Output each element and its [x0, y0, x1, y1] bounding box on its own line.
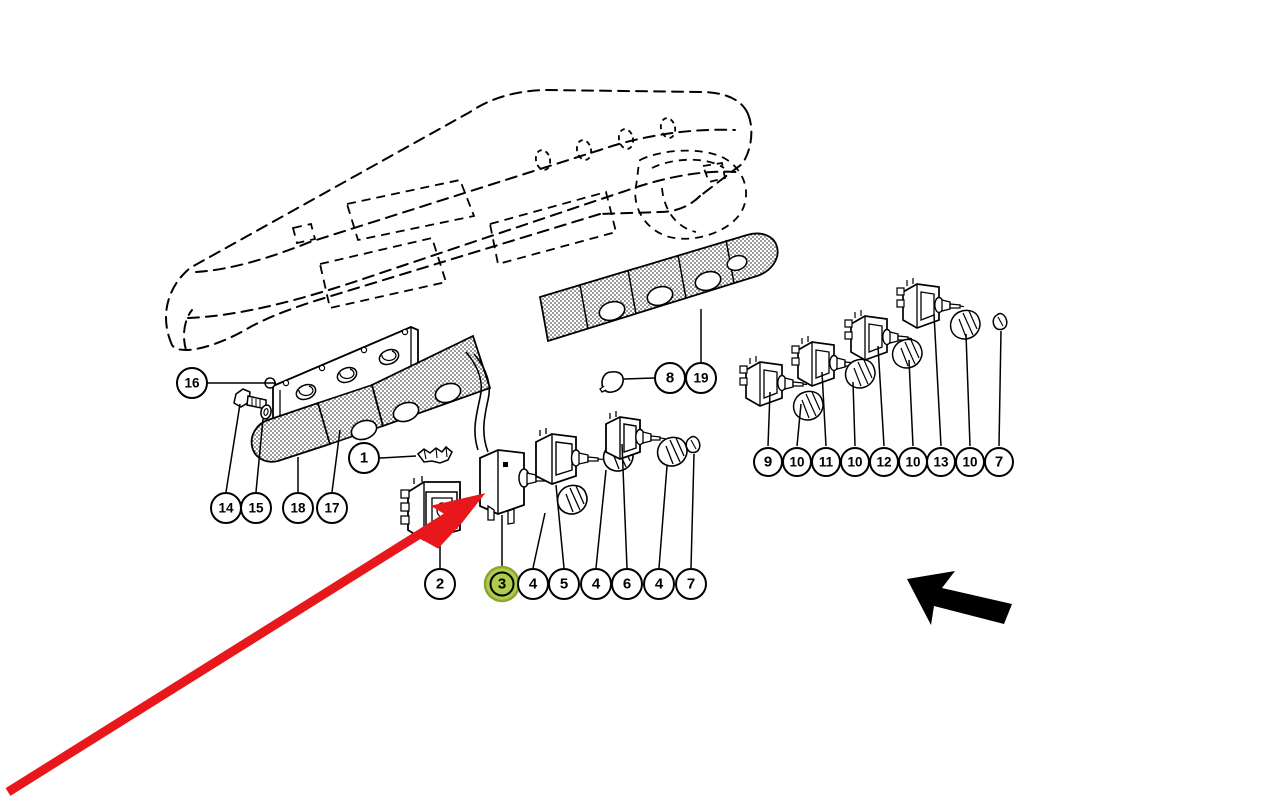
callout-9-label: 9	[764, 454, 772, 471]
callout-14[interactable]: 14	[210, 492, 242, 524]
hex-bolt-part	[233, 388, 267, 410]
callout-19-label: 19	[693, 371, 708, 386]
callout-1[interactable]: 1	[348, 442, 380, 474]
callout-10-c[interactable]: 10	[898, 447, 928, 477]
switch-knob-cap-a	[548, 479, 588, 515]
right-switch-cluster	[739, 278, 1008, 421]
stippled-trim-panel-right	[538, 232, 779, 343]
dashboard-cutouts	[291, 178, 618, 310]
dashboard-knob-holes	[534, 117, 677, 171]
retaining-clip-center	[685, 435, 701, 454]
callout-12[interactable]: 12	[869, 447, 899, 477]
callout-6[interactable]: 6	[611, 568, 643, 600]
callout-15-label: 15	[248, 501, 264, 516]
callout-14-label: 14	[218, 501, 234, 516]
switch-assembly-13	[896, 278, 961, 329]
callout-13-label: 13	[933, 455, 949, 470]
callout-4-a[interactable]: 4	[517, 568, 549, 600]
callout-17-label: 17	[324, 501, 339, 516]
callout-4a-label: 4	[529, 576, 538, 593]
callout-leader-lines	[208, 309, 1002, 569]
callout-10c-label: 10	[905, 455, 920, 470]
callout-10b-label: 10	[847, 455, 862, 470]
callout-19[interactable]: 19	[685, 362, 717, 394]
callout-10-d[interactable]: 10	[955, 447, 985, 477]
black-annotation-arrow	[907, 571, 1012, 625]
callout-4b-label: 4	[592, 576, 601, 593]
callout-10a-label: 10	[789, 455, 804, 470]
callout-2-label: 2	[436, 576, 444, 593]
callout-18[interactable]: 18	[282, 492, 314, 524]
callout-10-a[interactable]: 10	[782, 447, 812, 477]
callout-9[interactable]: 9	[753, 447, 783, 477]
callout-7b-label: 7	[995, 454, 1003, 471]
callout-10d-label: 10	[962, 455, 977, 470]
switch-knob-cap-13	[949, 305, 981, 340]
callout-3-highlighted[interactable]: 3	[483, 565, 521, 603]
callout-16-label: 16	[184, 376, 200, 391]
callout-10-b[interactable]: 10	[840, 447, 870, 477]
callout-17[interactable]: 17	[316, 492, 348, 524]
stippled-trim-panel	[250, 334, 492, 463]
wire-harness	[465, 351, 490, 453]
callout-5[interactable]: 5	[548, 568, 580, 600]
switch-knob-cap-9	[792, 383, 824, 421]
callout-4-c[interactable]: 4	[643, 568, 675, 600]
toggle-switch-highlighted-part	[479, 449, 549, 525]
callout-7a-label: 7	[687, 576, 695, 593]
switch-assembly-11	[791, 336, 856, 387]
callout-8-label: 8	[666, 370, 674, 387]
dashboard-instrument-pod	[634, 149, 747, 240]
switch-assembly-9	[739, 356, 804, 407]
callout-4-b[interactable]: 4	[580, 568, 612, 600]
callout-7-right[interactable]: 7	[984, 447, 1014, 477]
callout-16[interactable]: 16	[176, 367, 208, 399]
callout-13[interactable]: 13	[926, 447, 956, 477]
callout-6-label: 6	[623, 576, 631, 593]
retaining-clip-right	[992, 312, 1008, 331]
electrical-terminal-part	[416, 445, 453, 464]
rocker-switch-6-part	[605, 411, 661, 460]
callout-11[interactable]: 11	[811, 447, 841, 477]
callout-12-label: 12	[876, 455, 891, 470]
red-annotation-arrow	[5, 493, 486, 796]
callout-2[interactable]: 2	[424, 568, 456, 600]
callout-15[interactable]: 15	[240, 492, 272, 524]
switch-knob-cap-12	[891, 337, 923, 369]
callout-8[interactable]: 8	[654, 362, 686, 394]
callout-3-label: 3	[498, 576, 506, 593]
callout-1-label: 1	[360, 450, 368, 467]
washer-part	[260, 404, 272, 420]
switch-knob-cap-c	[656, 436, 688, 467]
callout-7-center[interactable]: 7	[675, 568, 707, 600]
callout-5-label: 5	[560, 576, 568, 593]
callout-11-label: 11	[819, 455, 834, 470]
blanking-plug-part	[599, 370, 624, 393]
dashboard-outline	[165, 88, 753, 352]
callout-18-label: 18	[290, 501, 306, 516]
switch-knob-cap-11	[844, 358, 876, 389]
callout-4c-label: 4	[655, 576, 664, 593]
rocker-switch-5-part	[535, 428, 599, 485]
